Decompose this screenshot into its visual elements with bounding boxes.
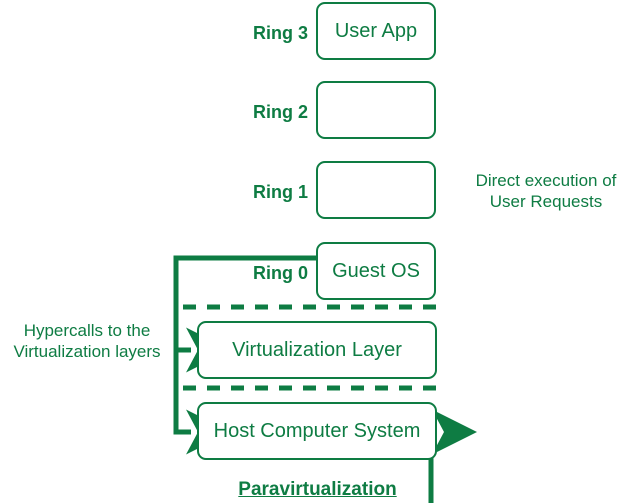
annotation-direct-execution-line-2: User Requests <box>489 192 603 212</box>
ring-label-ring-1: Ring 1 <box>252 182 308 202</box>
hypercall-to-virtualization-connector <box>173 255 436 373</box>
layer-box-virtualization-layer[interactable]: Virtualization Layer <box>197 321 437 379</box>
annotation-direct-execution-line-1: Direct execution of <box>475 171 617 190</box>
ring-label-ring-0: Ring 0 <box>252 263 308 283</box>
diagram-caption: Paravirtualization <box>238 479 397 500</box>
annotation-direct-execution: Direct execution of User Requests <box>466 170 626 213</box>
annotation-hypercalls-line-1: Hypercalls to the <box>23 321 151 340</box>
ring-box-guest-os[interactable]: Guest OS <box>316 242 436 300</box>
ring-label-ring-2: Ring 2 <box>252 102 308 122</box>
ring-box-ring-1[interactable] <box>316 161 436 219</box>
hypercall-to-host-connector <box>173 350 231 455</box>
ring-box-user-app[interactable]: User App <box>316 2 436 60</box>
annotation-hypercalls: Hypercalls to the Virtualization layers <box>4 320 170 363</box>
ring-label-ring-3: Ring 3 <box>252 23 308 43</box>
annotation-hypercalls-line-2: Virtualization layers <box>13 342 161 362</box>
ring-box-ring-2[interactable] <box>316 81 436 139</box>
layer-box-host-computer-system[interactable]: Host Computer System <box>197 402 437 460</box>
